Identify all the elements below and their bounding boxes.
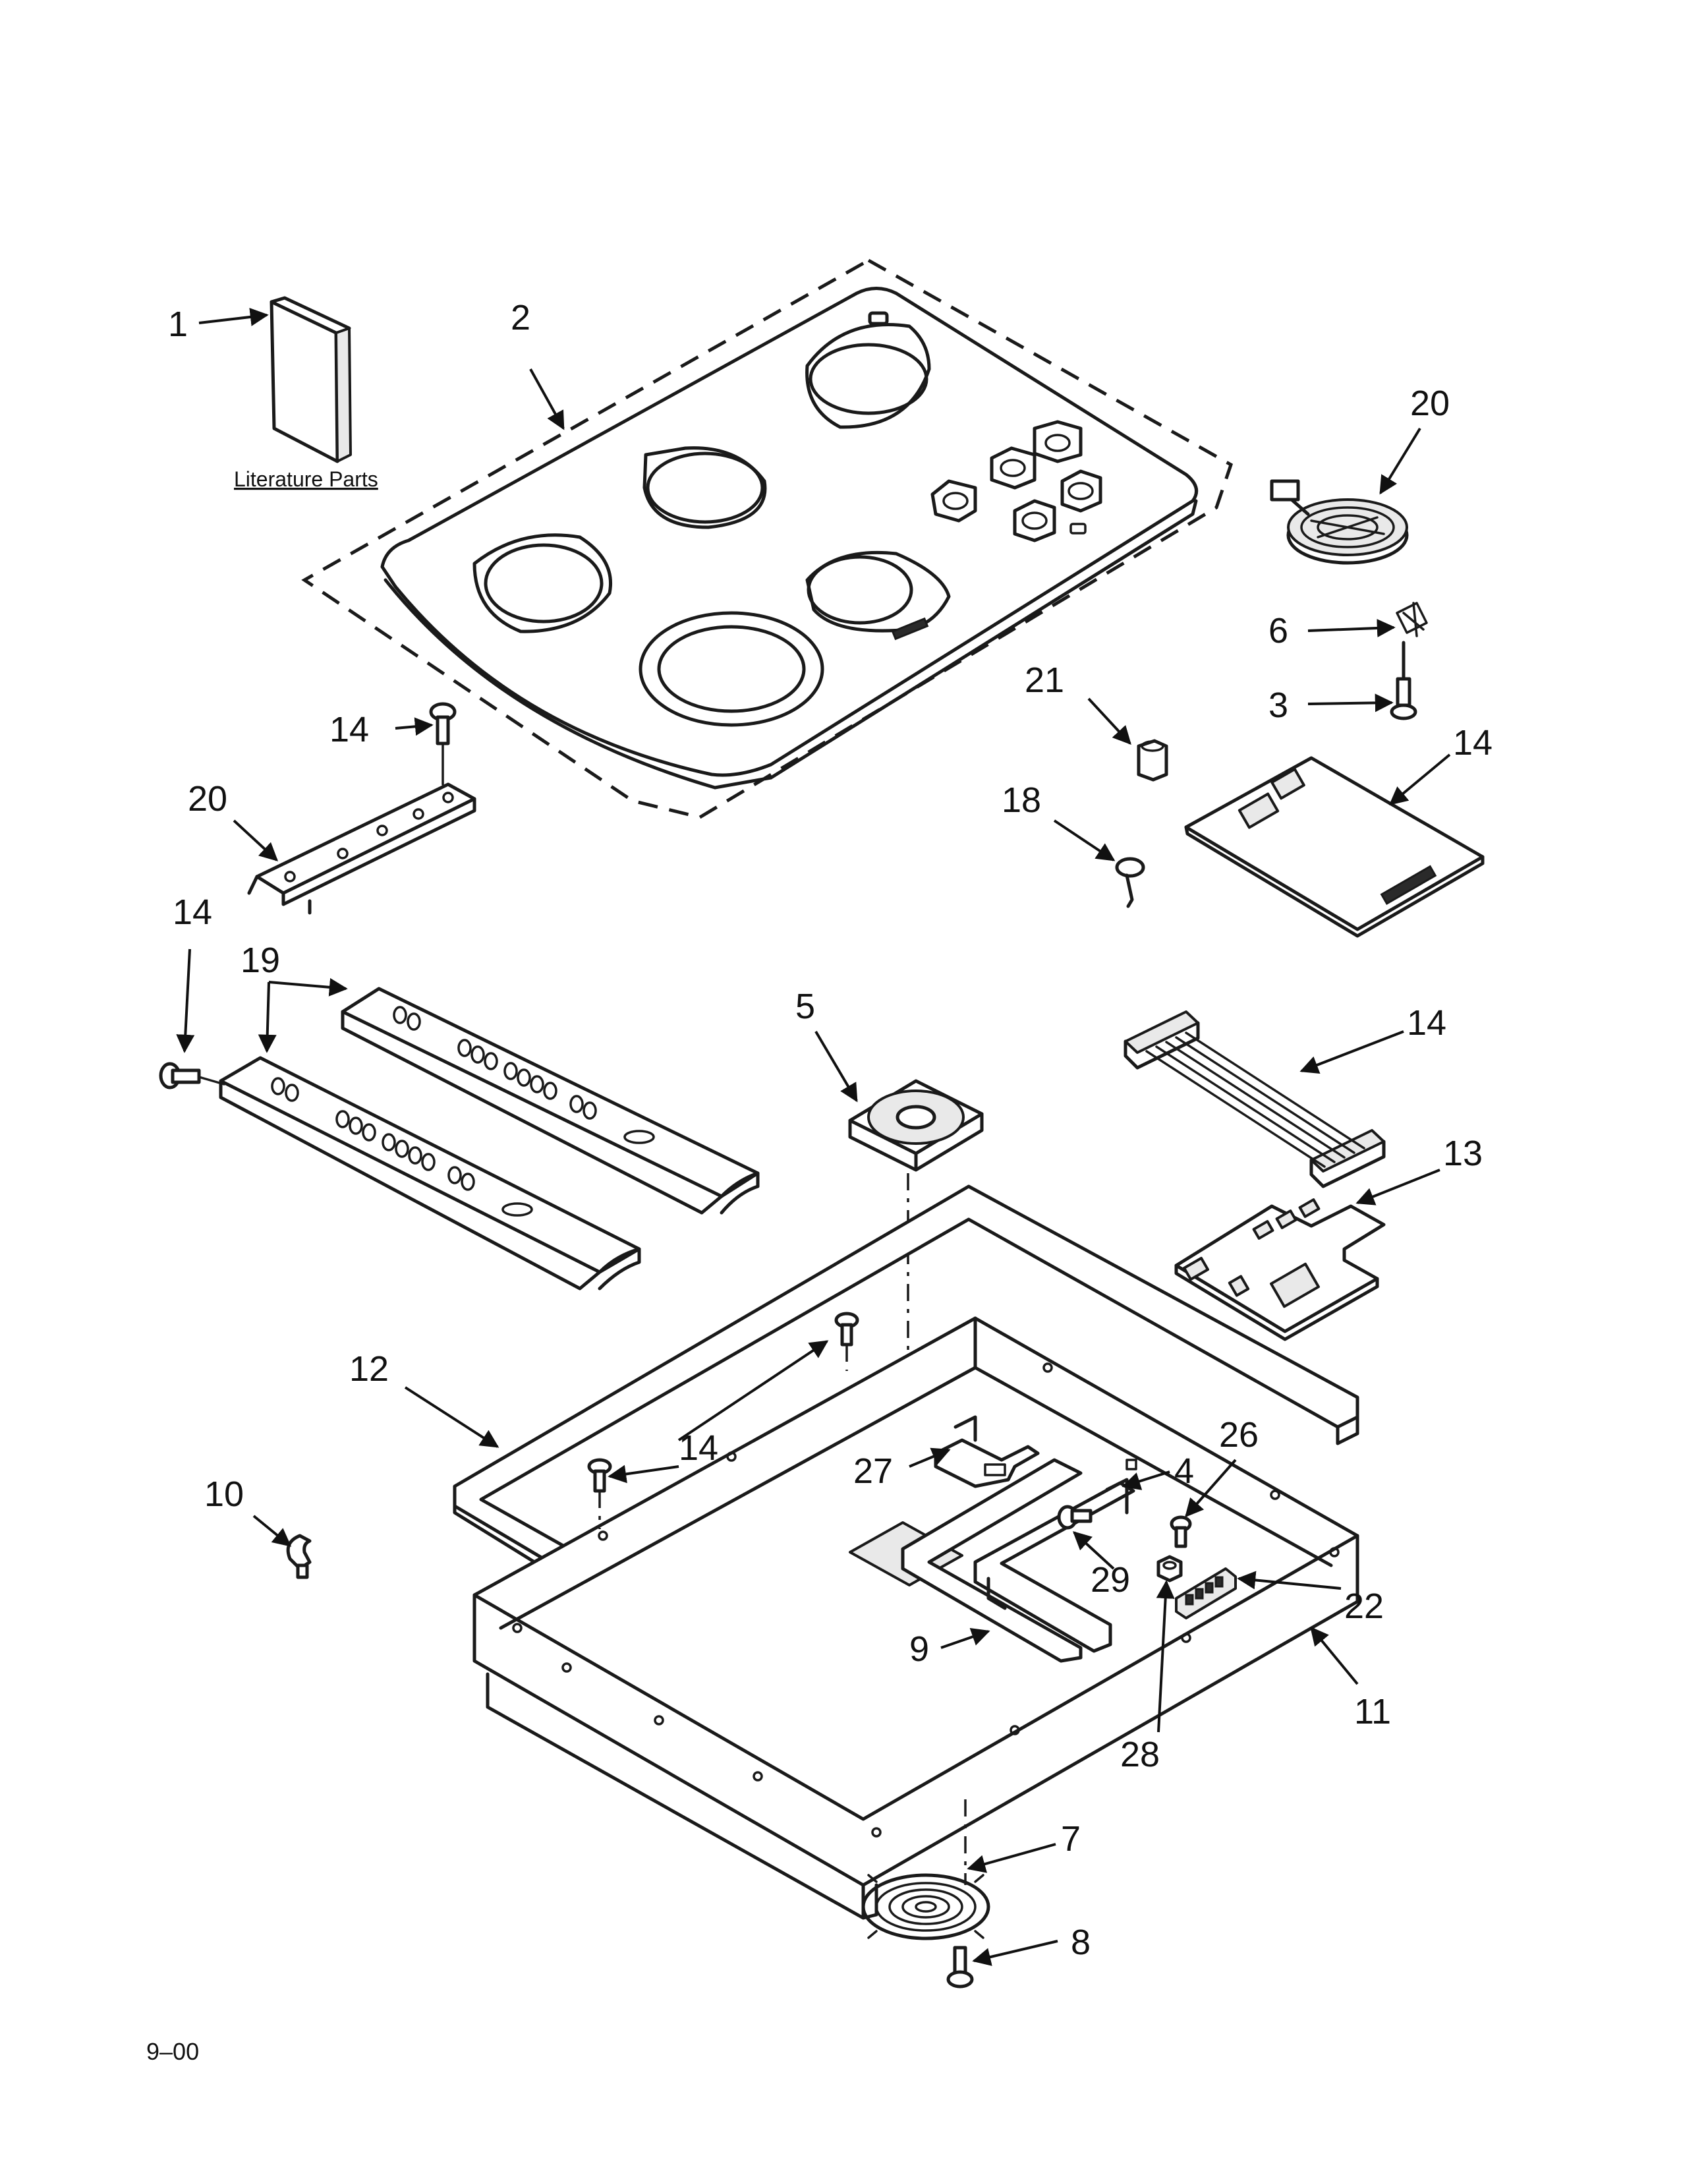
part-14-screw-frame-right [834,1312,859,1371]
callout-18: 14 [1407,1003,1446,1043]
callout-4: 4 [1174,1451,1194,1491]
part-6-clip [1396,602,1428,637]
part-9-bracket [901,1458,1083,1663]
callout-29: 29 [1091,1560,1130,1600]
callout-9: 9 [909,1629,929,1669]
part-20-rail-rear [341,987,760,1215]
callout-15: 14 [1453,723,1493,763]
part-10-clip [286,1534,312,1579]
callout-8: 8 [1071,1923,1091,1962]
part-14-screw-left [159,1062,225,1090]
part-5-fan [848,1079,984,1529]
literature-parts-label: Literature Parts [234,467,378,491]
part-24-radiant-element [1270,479,1409,565]
part-8-screw [946,1946,974,1989]
part-29-screw [1057,1505,1093,1530]
part-14-screw-frame-left [587,1458,612,1529]
part-2-cooktop [301,258,1234,819]
callout-14-frame: 14 [679,1428,718,1468]
callout-10: 10 [204,1474,244,1514]
callout-11: 11 [1354,1692,1391,1731]
part-20-rail-front [219,1056,641,1291]
callout-2: 2 [511,298,530,337]
part-13-relay-board [1174,1198,1386,1341]
callout-20: 19 [241,941,280,980]
date-code: 9–00 [146,2038,199,2065]
callout-3: 3 [1268,685,1288,725]
part-14-screw-upper [429,702,457,786]
callout-13: 13 [1443,1134,1483,1173]
part-22-spacer [1137,739,1168,782]
burner-front-center [639,611,824,727]
callout-27: 27 [853,1451,893,1491]
part-25-terminal-block [1175,1567,1237,1619]
burner-rear-right [805,323,931,429]
part-21-bracket [247,782,476,915]
part-3-screw [1390,641,1417,720]
burner-front-right [805,550,951,641]
callout-1: 1 [168,305,188,344]
part-7-fan-grille [861,1799,990,1940]
burner-center [642,446,767,529]
callout-7: 7 [1061,1819,1081,1859]
callout-28: 28 [1120,1735,1160,1774]
callout-14-left: 14 [173,892,212,932]
callout-26: 26 [1219,1415,1259,1455]
callout-14-upper: 14 [329,710,369,749]
part-19-push-pin [1115,857,1145,908]
part-28-nut [1156,1555,1183,1583]
callout-19: 18 [1002,780,1041,820]
callout-25: 22 [1344,1586,1384,1626]
callout-5: 5 [795,987,815,1026]
callout-21: 20 [188,779,227,819]
control-icons [930,420,1102,542]
callout-22: 21 [1025,660,1064,700]
leader-lines [176,308,1451,1966]
part-1-literature [270,296,352,463]
part-26-screw [1170,1515,1192,1548]
callout-12: 12 [349,1349,389,1389]
callout-6: 6 [1268,611,1288,651]
part-18-ribbon-cable [1124,1010,1386,1188]
part-15-control-board [1184,756,1485,938]
callout-24: 20 [1410,384,1450,423]
burner-left [472,533,612,633]
callout-numbers: 1 2 20 6 3 21 18 14 14 20 14 19 5 14 13 … [168,298,1493,1962]
part-27-bracket [934,1415,1040,1488]
